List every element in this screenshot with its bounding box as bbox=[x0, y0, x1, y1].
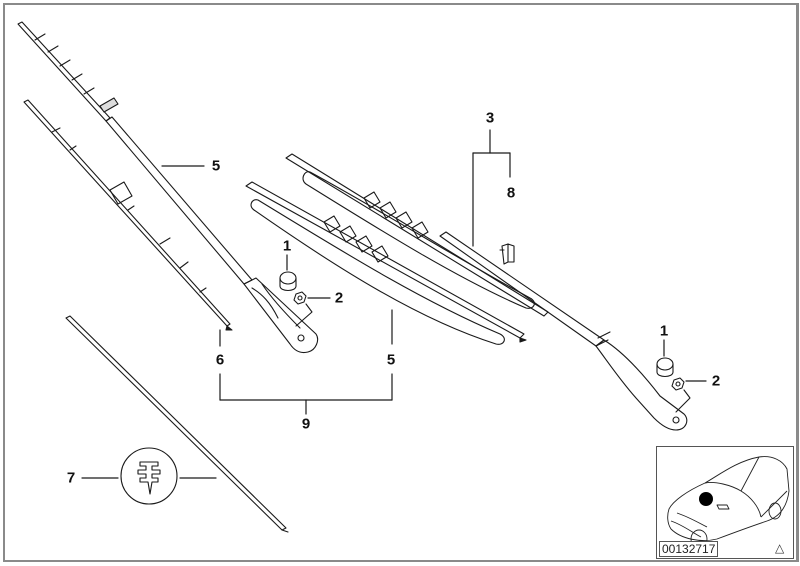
clip-part[interactable] bbox=[499, 243, 515, 265]
callout-5: 5 bbox=[386, 351, 396, 369]
warning-triangle-icon: △ bbox=[775, 541, 785, 555]
car-location-icon bbox=[667, 456, 790, 549]
nut-left[interactable] bbox=[293, 291, 307, 305]
leader-right bbox=[675, 389, 691, 413]
wiper-arm-left[interactable] bbox=[17, 21, 319, 354]
rubber-profile-symbol-icon bbox=[120, 447, 178, 505]
callout-8: 8 bbox=[506, 184, 516, 202]
callout-2-right: 2 bbox=[711, 372, 721, 390]
callout-leaders bbox=[81, 129, 707, 479]
callout-1-right: 1 bbox=[659, 322, 669, 340]
callout-9: 9 bbox=[301, 415, 311, 433]
callout-4: 5 bbox=[211, 157, 221, 175]
image-id-label: 00132717 bbox=[659, 541, 719, 557]
callout-2-left: 2 bbox=[334, 289, 344, 307]
location-thumbnail[interactable] bbox=[656, 446, 794, 559]
cap-right[interactable] bbox=[656, 357, 674, 378]
cap-left[interactable] bbox=[279, 271, 297, 292]
callout-3: 3 bbox=[485, 109, 495, 127]
wiper-rubber-insert[interactable] bbox=[65, 315, 289, 533]
wiper-blade-left[interactable] bbox=[23, 99, 233, 331]
callout-1-left: 1 bbox=[282, 237, 292, 255]
wiper-arm-right[interactable] bbox=[439, 231, 688, 431]
nut-right[interactable] bbox=[671, 377, 685, 391]
callout-6: 6 bbox=[215, 351, 225, 369]
wiper-blade-right[interactable] bbox=[285, 153, 549, 317]
leader-left bbox=[295, 303, 313, 327]
callout-7: 7 bbox=[66, 469, 76, 487]
wiper-blade-middle[interactable] bbox=[245, 181, 527, 345]
